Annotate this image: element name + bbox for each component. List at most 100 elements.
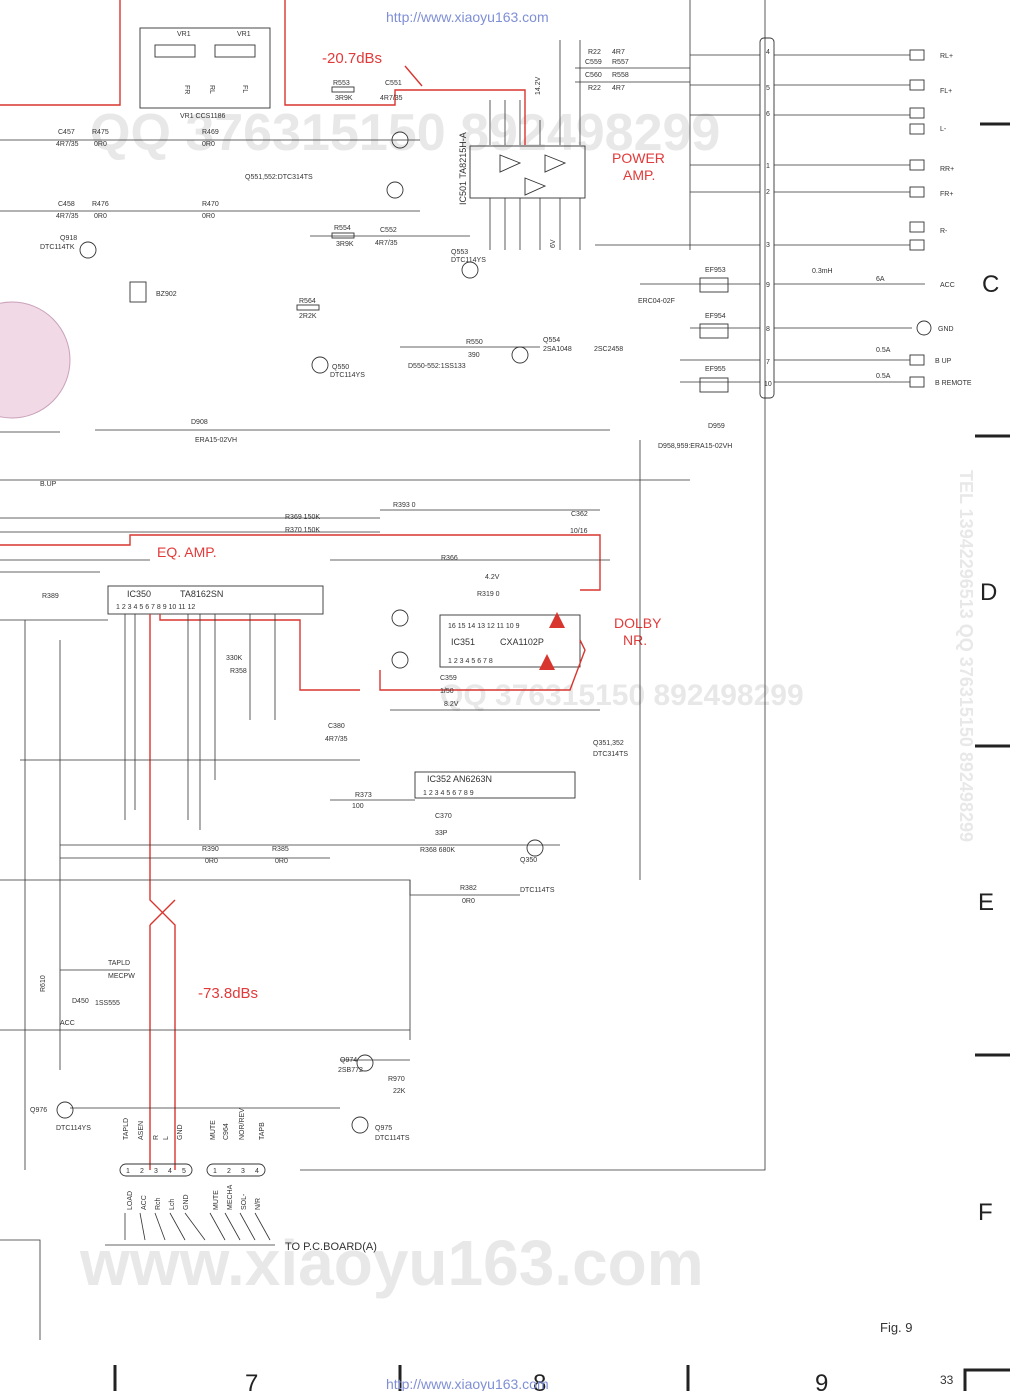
q551-552-label: Q551,552:DTC314TS (245, 174, 313, 181)
pcb-a-connector-left: TAPLD ASEN R L GND 1 2 3 4 5 LOAD ACC Rc… (119, 1118, 193, 1210)
svg-text:C559: C559 (585, 59, 602, 66)
svg-text:10: 10 (764, 381, 772, 388)
svg-text:R319 0: R319 0 (477, 591, 500, 598)
svg-text:1 2 3 4 5 6 7 8 9: 1 2 3 4 5 6 7 8 9 (423, 790, 474, 797)
svg-text:5: 5 (182, 1168, 186, 1175)
grid-col-markers: 7 8 9 (113, 1365, 1010, 1391)
svg-text:ERA15-02VH: ERA15-02VH (195, 437, 237, 444)
svg-text:RL: RL (208, 85, 215, 94)
svg-text:TAPLD: TAPLD (108, 960, 130, 967)
svg-text:2R2K: 2R2K (299, 313, 317, 320)
stamp-circle (0, 301, 71, 419)
svg-text:MUTE: MUTE (210, 1120, 217, 1140)
out-r-minus: R- (940, 228, 948, 235)
svg-text:EF955: EF955 (705, 366, 726, 373)
svg-text:Rch: Rch (155, 1197, 162, 1210)
svg-text:VR1: VR1 (177, 31, 191, 38)
svg-text:0.5A: 0.5A (876, 347, 891, 354)
svg-text:4.2V: 4.2V (485, 574, 500, 581)
svg-text:1: 1 (766, 163, 770, 170)
grid-row-d: D (980, 579, 997, 606)
svg-text:5: 5 (766, 85, 770, 92)
svg-text:1SS555: 1SS555 (95, 1000, 120, 1007)
top-transistors: Q918 DTC114TK Q550 DTC114YS Q553 DTC114Y… (0, 131, 732, 488)
svg-text:R373: R373 (355, 792, 372, 799)
eq-wiring: R369 150K R370 150K R393 0 C362 10/16 R3… (0, 502, 601, 600)
svg-text:2: 2 (227, 1168, 231, 1175)
svg-text:0.3mH: 0.3mH (812, 268, 833, 275)
svg-text:LOAD: LOAD (127, 1191, 134, 1210)
grid-row-e: E (978, 889, 994, 916)
svg-text:Q553: Q553 (451, 249, 468, 256)
svg-text:2: 2 (140, 1168, 144, 1175)
svg-text:9: 9 (766, 282, 770, 289)
fig-label: Fig. 9 (880, 1320, 913, 1335)
svg-text:4R7: 4R7 (612, 85, 625, 92)
grid-row-c: C (982, 271, 999, 298)
svg-text:4R7/35: 4R7/35 (56, 213, 79, 220)
svg-text:4: 4 (255, 1168, 259, 1175)
svg-text:R564: R564 (299, 298, 316, 305)
svg-text:C457: C457 (58, 129, 75, 136)
svg-text:1: 1 (126, 1168, 130, 1175)
footer-url[interactable]: http://www.xiaoyu163.com (386, 1376, 549, 1391)
svg-text:DTC114TS: DTC114TS (520, 887, 555, 894)
grid-row-f: F (978, 1199, 993, 1226)
svg-text:3R9K: 3R9K (335, 95, 353, 102)
svg-text:Lch: Lch (169, 1199, 176, 1210)
svg-text:R475: R475 (92, 129, 109, 136)
watermark-bottom: www.xiaoyu163.com (79, 1227, 704, 1299)
svg-text:DTC314TS: DTC314TS (593, 751, 628, 758)
svg-text:R557: R557 (612, 59, 629, 66)
svg-text:3R9K: 3R9K (336, 241, 354, 248)
svg-text:C362: C362 (571, 511, 588, 518)
svg-text:0R0: 0R0 (94, 141, 107, 148)
svg-text:DTC114YS: DTC114YS (56, 1125, 91, 1132)
svg-text:EF953: EF953 (705, 267, 726, 274)
svg-text:ERC04-02F: ERC04-02F (638, 298, 675, 305)
svg-text:2SA1048: 2SA1048 (543, 346, 572, 353)
svg-text:Q976: Q976 (30, 1107, 47, 1114)
svg-text:R393 0: R393 0 (393, 502, 416, 509)
svg-text:22K: 22K (393, 1088, 406, 1095)
svg-text:SOL-: SOL- (241, 1193, 248, 1210)
svg-text:C370: C370 (435, 813, 452, 820)
svg-text:1: 1 (213, 1168, 217, 1175)
svg-text:D959: D959 (708, 423, 725, 430)
svg-text:C458: C458 (58, 201, 75, 208)
svg-text:DTC114YS: DTC114YS (451, 257, 486, 264)
svg-text:R558: R558 (612, 72, 629, 79)
svg-text:R553: R553 (333, 80, 350, 87)
svg-text:D450: D450 (72, 998, 89, 1005)
svg-text:4R7: 4R7 (612, 49, 625, 56)
svg-text:Q351,352: Q351,352 (593, 740, 624, 747)
frame (0, 0, 766, 1340)
svg-text:0.5A: 0.5A (876, 373, 891, 380)
svg-text:2SB772: 2SB772 (338, 1067, 363, 1074)
ic501-label: IC501 TA8215H-A (458, 132, 468, 205)
svg-text:100: 100 (352, 803, 364, 810)
svg-text:2: 2 (766, 189, 770, 196)
header-url[interactable]: http://www.xiaoyu163.com (386, 9, 549, 25)
svg-text:TAPB: TAPB (259, 1122, 266, 1140)
svg-text:R970: R970 (388, 1076, 405, 1083)
watermark-side: TEL 13942296513 QQ 376315150 892498299 (956, 470, 976, 842)
svg-text:14.2V: 14.2V (535, 76, 542, 95)
svg-text:DTC114TS: DTC114TS (375, 1135, 410, 1142)
svg-text:R369 150K: R369 150K (285, 514, 320, 521)
svg-text:Q350: Q350 (520, 857, 537, 864)
svg-text:R554: R554 (334, 225, 351, 232)
svg-text:Q554: Q554 (543, 337, 560, 344)
svg-text:R370 150K: R370 150K (285, 527, 320, 534)
svg-text:L: L (163, 1136, 170, 1140)
svg-text:8.2V: 8.2V (444, 701, 459, 708)
svg-text:FR: FR (183, 85, 190, 94)
svg-text:R382: R382 (460, 885, 477, 892)
svg-text:MUTE: MUTE (213, 1190, 220, 1210)
svg-text:7: 7 (766, 359, 770, 366)
ic501-power-amp: IC501 TA8215H-A 14.2V 6V (458, 40, 586, 250)
grid-col-9: 9 (815, 1370, 828, 1391)
svg-text:3: 3 (766, 242, 770, 249)
ic352: IC352 AN6263N 1 2 3 4 5 6 7 8 9 R373 100… (0, 440, 641, 1040)
